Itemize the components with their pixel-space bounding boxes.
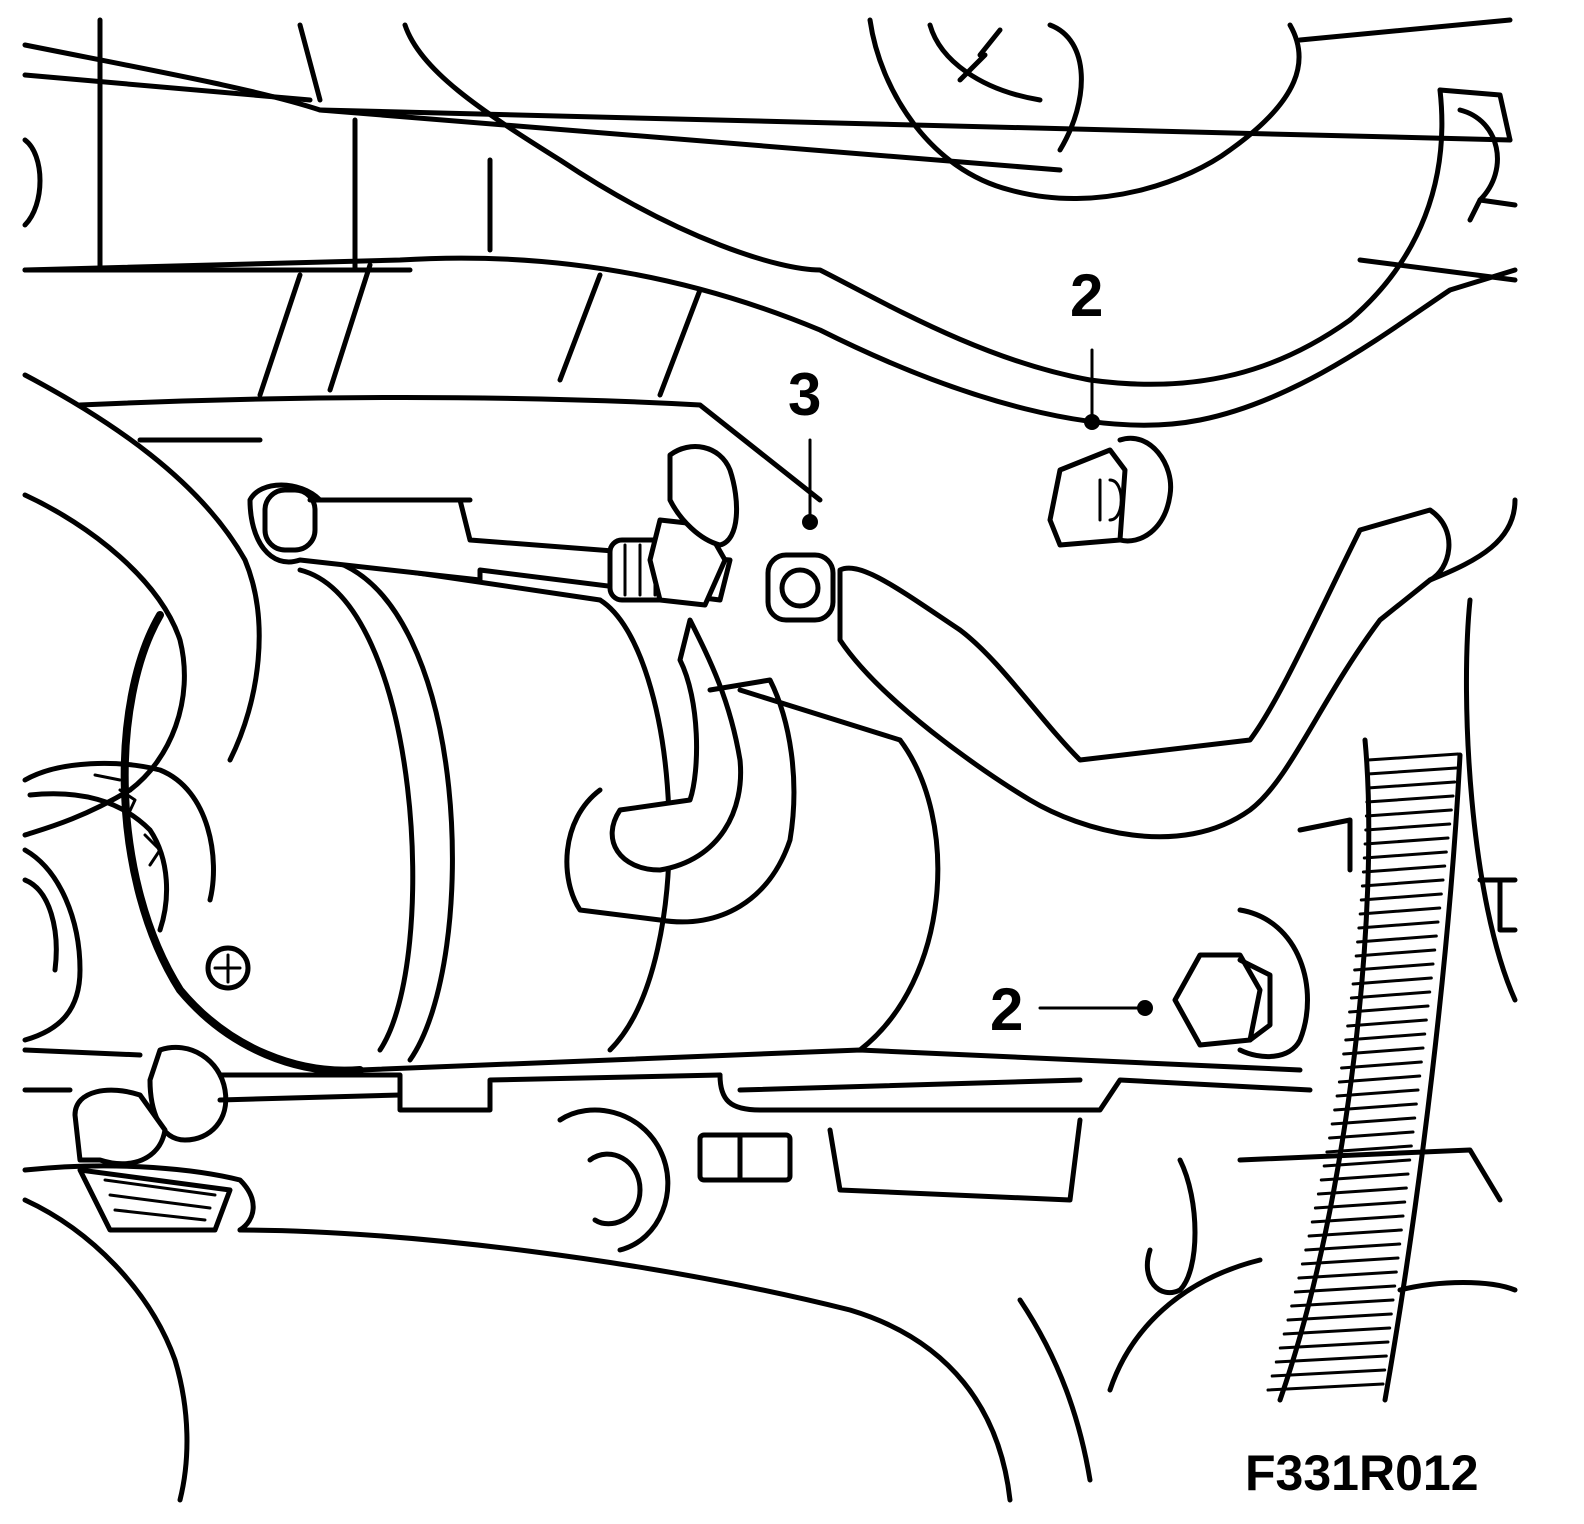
sleeve-rib [1310, 1214, 1405, 1224]
sleeve-rib [1333, 1102, 1418, 1112]
sleeve-rib [1351, 976, 1433, 986]
lower-left-clamp-hose [22, 1163, 1013, 1503]
sleeve-rib [1330, 1116, 1417, 1126]
sleeve-rib [1335, 1088, 1420, 1098]
sleeve-rib [1349, 990, 1432, 1000]
sleeve-rib [1356, 934, 1438, 944]
sleeve-rib [1316, 1186, 1408, 1196]
sleeve-rib [1340, 1060, 1423, 1070]
sleeve-rib [1270, 1368, 1387, 1378]
sleeve-rib [1286, 1312, 1393, 1322]
solenoid-terminal [607, 444, 740, 608]
sleeve-rib [1278, 1340, 1390, 1350]
sleeve-rib [1357, 920, 1440, 930]
sleeve-rib [1274, 1354, 1388, 1364]
upper-engine-block [22, 17, 1513, 273]
sleeve-rib [1358, 906, 1442, 916]
callout-leaders [802, 348, 1153, 1016]
sleeve-rib [1325, 1144, 1413, 1154]
sleeve-rib [1293, 1284, 1397, 1294]
corrugated-harness-sleeve [1266, 737, 1463, 1403]
sleeve-rib [1365, 794, 1455, 804]
cable-eyelet-nut [765, 507, 1452, 840]
callout-label-lower-2: 2 [990, 976, 1023, 1043]
large-intake-hose [402, 17, 1518, 387]
sleeve-rib [1360, 878, 1445, 888]
callout-label-mid-3: 3 [788, 361, 821, 428]
sleeve-rib [1364, 822, 1452, 832]
sleeve-rib [1304, 1242, 1402, 1252]
sleeve-rib [1297, 1270, 1398, 1280]
sleeve-rib [1366, 766, 1458, 776]
callout-label-upper-2: 2 [1070, 262, 1103, 329]
solenoid-cable [564, 617, 797, 925]
sleeve-rib [1364, 808, 1453, 818]
sleeve-rib [1342, 1046, 1425, 1056]
sleeve-rib [1266, 1382, 1385, 1392]
support-bracket-bar [22, 255, 1518, 503]
sleeve-rib [1365, 780, 1457, 790]
lower-engine-structure [22, 1047, 1518, 1483]
sleeve-rib [1328, 1130, 1415, 1140]
lower-mounting-strap [147, 1044, 1313, 1143]
sleeve-rib [1353, 962, 1435, 972]
sleeve-rib [1322, 1158, 1412, 1168]
sleeve-rib [1366, 752, 1460, 762]
sleeve-rib [1354, 948, 1437, 958]
upper-bolt [1047, 435, 1174, 548]
sleeve-rib [1337, 1074, 1422, 1084]
right-side-structure [1297, 497, 1518, 1003]
sleeve-rib [1319, 1172, 1410, 1182]
sleeve-rib [1313, 1200, 1407, 1210]
sleeve-rib [1290, 1298, 1395, 1308]
sleeve-rib [1362, 850, 1448, 860]
sleeve-rib [1359, 892, 1443, 902]
sleeve-rib [1346, 1018, 1428, 1028]
sleeve-rib [1363, 836, 1450, 846]
sleeve-rib [1348, 1004, 1430, 1014]
sleeve-rib [1300, 1256, 1400, 1266]
figure-code: F331R012 [1245, 1445, 1479, 1501]
lower-bolt [1172, 907, 1310, 1060]
left-hose-clamp [22, 760, 216, 1043]
sleeve-rib [1344, 1032, 1427, 1042]
sleeve-rib [1307, 1228, 1403, 1238]
left-coolant-hose [22, 372, 262, 838]
sleeve-rib [1361, 864, 1447, 874]
sleeve-rib [1282, 1326, 1392, 1336]
starter-motor-body [120, 557, 1303, 1075]
